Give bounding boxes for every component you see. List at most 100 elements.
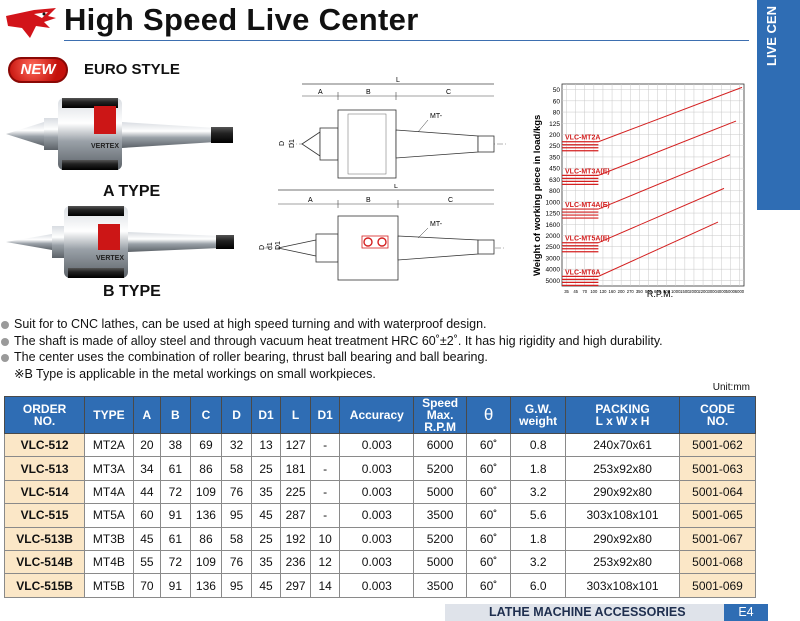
table-cell: 6.0 xyxy=(510,573,567,598)
dim-a-a: A xyxy=(318,89,323,96)
table-cell: 76 xyxy=(221,549,252,575)
table-cell: 0.003 xyxy=(339,456,415,481)
footer-section-label: LATHE MACHINE ACCESSORIES xyxy=(445,604,755,621)
y-tick-label: 80 xyxy=(553,110,561,117)
table-cell: 5001-063 xyxy=(679,456,756,481)
series-line xyxy=(598,86,743,143)
page-title: High Speed Live Center xyxy=(64,2,419,37)
x-tick-label: 5000 xyxy=(726,289,736,294)
dim-b-a: B xyxy=(366,89,371,96)
table-cell: 58 xyxy=(221,456,252,481)
mt-label-a: MT- xyxy=(430,113,443,120)
x-tick-label: 4000 xyxy=(717,289,727,294)
table-cell: VLC-512 xyxy=(3,432,86,458)
series-line xyxy=(598,120,737,176)
table-cell: 72 xyxy=(160,549,191,575)
table-header: D1 xyxy=(309,396,341,434)
table-cell: 55 xyxy=(132,549,162,575)
technical-drawing-a: L A B C MT- D D1 xyxy=(279,77,506,179)
table-cell: 60˚ xyxy=(465,526,512,551)
table-cell: 34 xyxy=(132,456,162,481)
table-cell: 5001-067 xyxy=(679,526,756,551)
table-cell: 3.2 xyxy=(510,549,567,575)
x-tick-label: 1500 xyxy=(680,289,690,294)
dim-c-b: C xyxy=(448,197,453,204)
table-cell: VLC-513B xyxy=(3,526,86,551)
table-cell: MT2A xyxy=(84,432,134,458)
dim-d1-b: d1 xyxy=(267,242,274,250)
table-cell: 181 xyxy=(280,456,311,481)
table-cell: 5001-064 xyxy=(679,479,756,505)
table-cell: 5001-068 xyxy=(679,549,756,575)
table-cell: MT3B xyxy=(84,526,134,551)
table-cell: 127 xyxy=(280,432,311,458)
x-tick-label: 350 xyxy=(636,289,644,294)
table-cell: MT5B xyxy=(84,573,134,598)
table-cell: 3.2 xyxy=(510,479,567,505)
table-cell: 91 xyxy=(160,503,191,528)
table-cell: 38 xyxy=(160,432,191,458)
table-cell: 32 xyxy=(221,432,252,458)
y-tick-label: 50 xyxy=(553,87,561,94)
y-tick-label: 125 xyxy=(549,121,560,128)
dim-c-a: C xyxy=(446,89,451,96)
y-tick-label: 450 xyxy=(549,166,560,173)
y-tick-label: 1600 xyxy=(546,222,561,229)
unit-label: Unit:mm xyxy=(712,382,750,393)
table-cell: 76 xyxy=(221,479,252,505)
table-cell: 136 xyxy=(189,503,223,528)
y-tick-label: 200 xyxy=(549,132,560,139)
table-cell: 13 xyxy=(250,432,282,458)
table-header: A xyxy=(132,396,162,434)
y-tick-label: 2000 xyxy=(546,233,561,240)
table-cell: 287 xyxy=(280,503,311,528)
table-cell: 72 xyxy=(160,479,191,505)
table-cell: 0.003 xyxy=(339,503,415,528)
table-cell: 109 xyxy=(189,549,223,575)
table-cell: 0.003 xyxy=(339,549,415,575)
dim-d-b: D xyxy=(259,245,266,250)
x-tick-label: 500 xyxy=(645,289,653,294)
type-note: ※B Type is applicable in the metal worki… xyxy=(14,366,376,381)
table-cell: 35 xyxy=(250,549,282,575)
table-header: B xyxy=(160,396,191,434)
a-type-label: A TYPE xyxy=(103,183,161,200)
table-cell: 44 xyxy=(132,479,162,505)
table-cell: MT4A xyxy=(84,479,134,505)
table-cell: 25 xyxy=(250,456,282,481)
table-cell: 290x92x80 xyxy=(565,526,680,551)
x-tick-label: 3000 xyxy=(707,289,717,294)
table-cell: 5200 xyxy=(413,526,467,551)
x-tick-label: 800 xyxy=(663,289,671,294)
table-cell: 60˚ xyxy=(465,503,512,528)
table-cell: 5001-069 xyxy=(679,573,756,598)
table-cell: - xyxy=(309,503,341,528)
table-cell: 60˚ xyxy=(465,432,512,458)
y-tick-label: 60 xyxy=(553,98,561,105)
table-header: D xyxy=(221,396,252,434)
table-cell: 192 xyxy=(280,526,311,551)
title-divider xyxy=(64,40,749,41)
table-cell: 303x108x101 xyxy=(565,503,680,528)
table-cell: VLC-513 xyxy=(3,456,86,481)
side-tab-label: LIVE CEN xyxy=(764,6,779,66)
table-cell: VLC-514B xyxy=(3,549,86,575)
x-tick-label: 2000 xyxy=(689,289,699,294)
y-tick-label: 630 xyxy=(549,177,560,184)
dim-d1-a: D1 xyxy=(289,139,296,148)
dim-l-a: L xyxy=(396,77,400,84)
x-tick-label: 1000 xyxy=(671,289,681,294)
table-cell: - xyxy=(309,432,341,458)
table-cell: 0.003 xyxy=(339,526,415,551)
table-cell: 109 xyxy=(189,479,223,505)
x-tick-label: 6000 xyxy=(735,289,745,294)
x-tick-label: 100 xyxy=(590,289,598,294)
table-cell: 70 xyxy=(132,573,162,598)
table-cell: 0.003 xyxy=(339,479,415,505)
table-cell: 253x92x80 xyxy=(565,456,680,481)
feature-list: Suit for to CNC lathes, can be used at h… xyxy=(0,316,760,382)
